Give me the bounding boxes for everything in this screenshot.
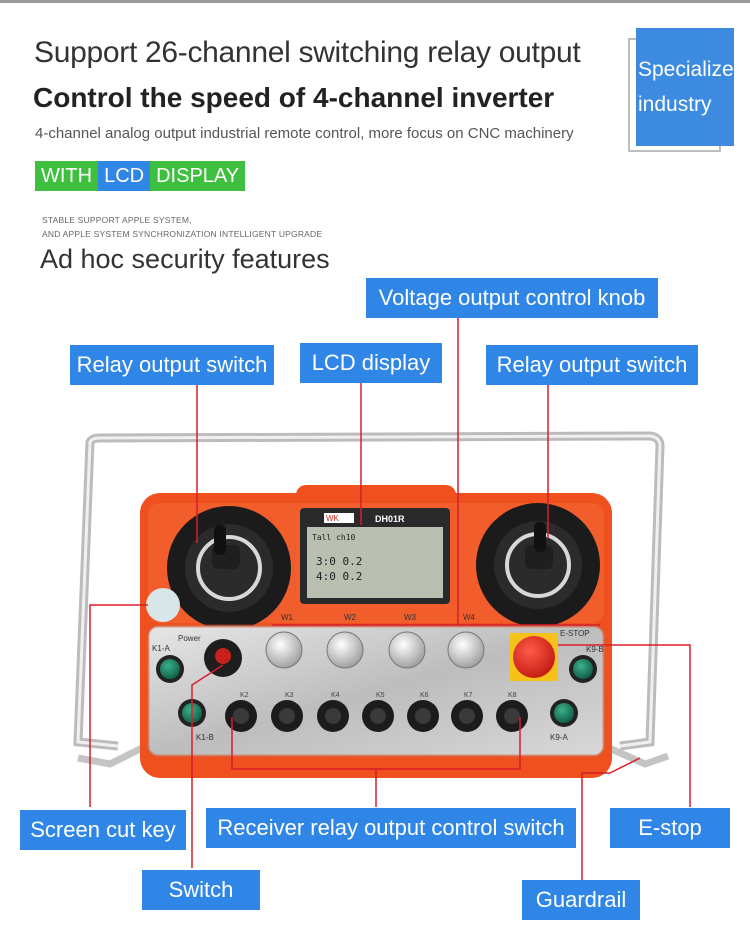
callout-receiver-relay: Receiver relay output control switch [206, 808, 576, 848]
callout-switch: Switch [142, 870, 260, 910]
voltage-knob-w3[interactable]: W3 [388, 613, 426, 669]
status-lamp [146, 588, 180, 622]
toggle-row: K2 K3 K4 K5 K6 K7 K8 [225, 692, 528, 732]
lcd-screen: WK DH01R Tall ch10 3:0 0.2 4:0 0.2 [300, 508, 450, 604]
callout-voltage-knob: Voltage output control knob [366, 278, 658, 318]
key-label-k1b: K1-B [196, 733, 214, 742]
key-k9a[interactable]: K9-A [550, 699, 578, 742]
knob-label-w1: W1 [281, 613, 294, 622]
lcd-top-line: Tall ch10 [312, 533, 356, 542]
headline-subtitle: 4-channel analog output industrial remot… [35, 125, 574, 142]
callout-relay-right: Relay output switch [486, 345, 698, 385]
voltage-knob-w2[interactable]: W2 [326, 613, 364, 669]
security-note-line2: AND APPLE SYSTEM SYNCHRONIZATION INTELLI… [42, 229, 323, 239]
toggle-k3[interactable]: K3 [271, 692, 303, 732]
security-title: Ad hoc security features [40, 244, 330, 274]
callout-estop: E-stop [610, 808, 730, 848]
headline-secondary: Control the speed of 4-channel inverter [33, 82, 555, 113]
voltage-knob-w4[interactable]: W4 [447, 613, 485, 669]
strip-display: DISPLAY [150, 161, 246, 191]
knob-label-w3: W3 [404, 613, 417, 622]
key-label-k9b: K9-B [586, 645, 604, 654]
lcd-line-1: 3:0 0.2 [316, 555, 362, 568]
lcd-feature-strip: WITH LCD DISPLAY [35, 161, 246, 191]
knob-label-w4: W4 [463, 613, 476, 622]
security-note-line1: STABLE SUPPORT APPLE SYSTEM, [42, 215, 192, 225]
right-joystick[interactable] [476, 503, 600, 627]
toggle-k2[interactable]: K2 [225, 692, 257, 732]
toggle-k7[interactable]: K7 [451, 692, 483, 732]
svg-text:K4: K4 [331, 692, 340, 699]
callout-screen-cut: Screen cut key [20, 810, 186, 850]
callout-lines [89, 318, 691, 880]
toggle-k5[interactable]: K5 [362, 692, 394, 732]
callout-lcd-display: LCD display [300, 343, 442, 383]
top-divider [0, 0, 750, 3]
guard-rail [73, 431, 670, 768]
badge-line1: Specialize [638, 58, 734, 81]
lcd-line-2: 4:0 0.2 [316, 570, 362, 583]
specialize-badge: Specialize industry [636, 28, 734, 146]
svg-text:K2: K2 [240, 692, 249, 699]
headline-primary: Support 26-channel switching relay outpu… [34, 36, 581, 69]
key-label-k9a: K9-A [550, 733, 568, 742]
key-k9b[interactable]: K9-B [569, 645, 604, 683]
key-k1a[interactable]: K1-A [152, 644, 184, 683]
brand-logo: WK [326, 514, 340, 523]
power-label: Power [178, 634, 201, 643]
control-panel [146, 624, 606, 758]
model-label: DH01R [375, 514, 405, 524]
left-joystick[interactable] [167, 506, 291, 630]
strip-lcd: LCD [98, 161, 151, 191]
toggle-k4[interactable]: K4 [317, 692, 349, 732]
callout-relay-left: Relay output switch [70, 345, 274, 385]
power-switch[interactable]: Power [178, 634, 242, 677]
toggle-k6[interactable]: K6 [407, 692, 439, 732]
svg-text:K3: K3 [285, 692, 294, 699]
badge-line2: industry [638, 93, 712, 116]
key-label-k1a: K1-A [152, 644, 170, 653]
svg-text:K8: K8 [508, 692, 517, 699]
callout-guardrail: Guardrail [522, 880, 640, 920]
svg-text:K5: K5 [376, 692, 385, 699]
estop-label: E-STOP [560, 629, 590, 638]
strip-with: WITH [35, 161, 99, 191]
emergency-stop-button[interactable]: E-STOP [510, 629, 590, 681]
knob-label-w2: W2 [344, 613, 357, 622]
svg-text:K6: K6 [420, 692, 429, 699]
voltage-knob-w1[interactable]: W1 [265, 613, 303, 669]
svg-text:K7: K7 [464, 692, 473, 699]
